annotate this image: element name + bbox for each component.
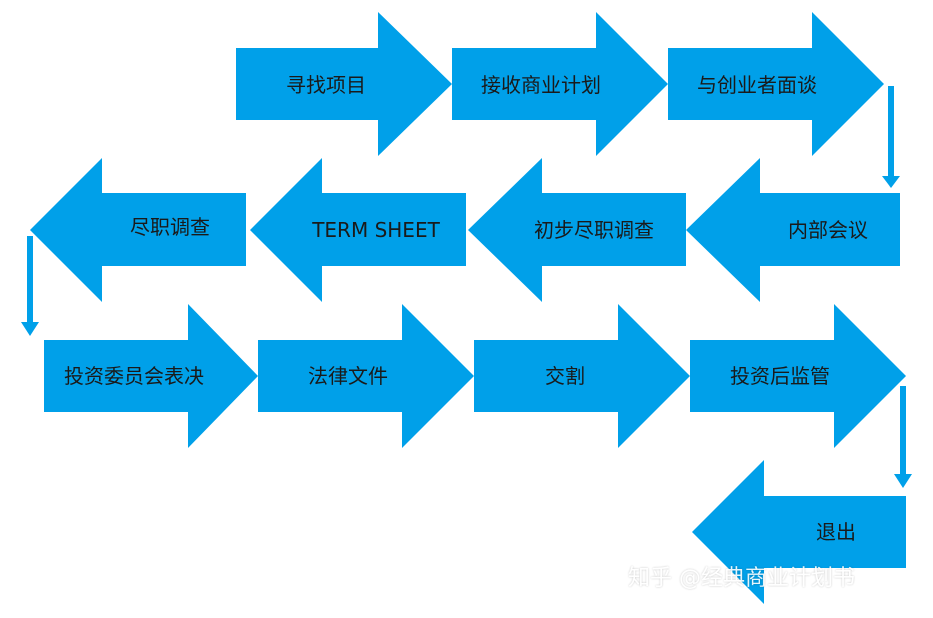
connector-down-right-1: [882, 86, 900, 188]
step-label-1: 寻找项目: [286, 73, 366, 97]
connector-down-left: [21, 236, 39, 336]
step-label-2: 接收商业计划: [481, 73, 601, 97]
arrow-shape: [690, 304, 906, 448]
step-arrow-3: 与创业者面谈: [668, 12, 884, 156]
arrow-shape: [468, 158, 686, 302]
arrow-shape: [686, 158, 900, 302]
step-label-5: 初步尽职调查: [534, 218, 654, 242]
connector-down-right-2: [894, 386, 912, 488]
step-arrow-6: TERM SHEET: [250, 158, 466, 302]
step-label-11: 投资后监管: [730, 364, 830, 388]
step-arrow-2: 接收商业计划: [452, 12, 668, 156]
arrow-shape: [236, 12, 452, 156]
step-label-9: 法律文件: [308, 364, 388, 388]
step-arrow-11: 投资后监管: [690, 304, 906, 448]
step-label-8: 投资委员会表决: [64, 364, 204, 388]
arrow-shape: [668, 12, 884, 156]
step-arrow-4: 内部会议: [686, 158, 900, 302]
arrow-shape: [258, 304, 474, 448]
arrow-shape: [474, 304, 690, 448]
arrow-shape: [452, 12, 668, 156]
step-label-6: TERM SHEET: [311, 218, 440, 242]
arrow-shape: [692, 460, 906, 604]
step-arrow-5: 初步尽职调查: [468, 158, 686, 302]
step-label-12: 退出: [816, 520, 856, 544]
arrow-shape: [44, 304, 258, 448]
step-arrow-9: 法律文件: [258, 304, 474, 448]
step-label-7: 尽职调查: [130, 215, 210, 239]
step-label-3: 与创业者面谈: [697, 73, 817, 97]
step-arrow-12: 退出: [692, 460, 906, 604]
arrow-shape: [250, 158, 466, 302]
step-arrow-1: 寻找项目: [236, 12, 452, 156]
step-arrow-8: 投资委员会表决: [44, 304, 258, 448]
step-arrow-10: 交割: [474, 304, 690, 448]
step-arrow-7: 尽职调查: [30, 158, 246, 302]
arrow-shape: [30, 158, 246, 302]
watermark-text: 知乎 @经典商业计划书: [628, 566, 855, 591]
step-label-4: 内部会议: [788, 218, 868, 242]
step-label-10: 交割: [545, 364, 585, 388]
